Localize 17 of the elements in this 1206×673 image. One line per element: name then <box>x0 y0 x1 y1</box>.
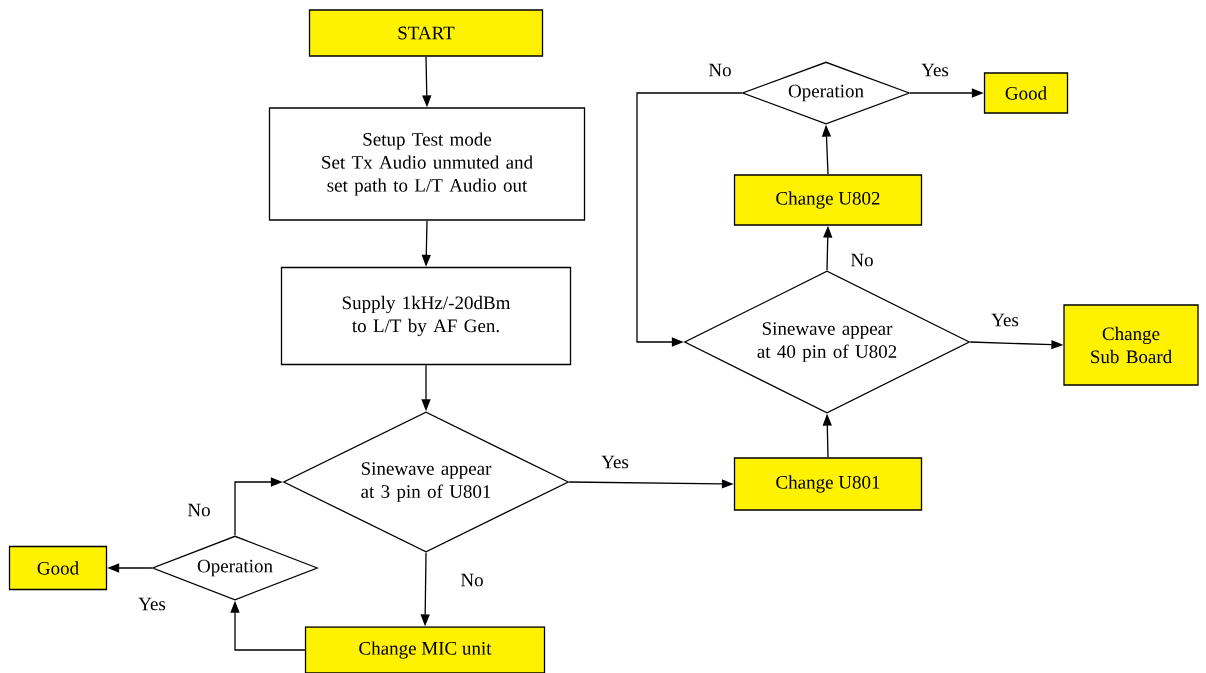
edge-label: Yes <box>921 63 949 77</box>
process-box: Setup Test mode Set Tx Audio unmuted and set path to L/T Audio out <box>268 107 586 221</box>
edge-label: Yes <box>601 455 629 469</box>
arrow <box>636 92 743 347</box>
edge-label: No <box>850 253 873 267</box>
edge-label: No <box>187 503 210 517</box>
process-box: Change MIC unit <box>304 626 546 673</box>
process-box: START <box>308 9 544 57</box>
process-box: Good <box>8 545 108 591</box>
process-box: Change U802 <box>733 174 923 226</box>
process-box: Change U801 <box>733 457 923 511</box>
edge-label: No <box>460 573 483 587</box>
process-box: Good <box>983 72 1069 114</box>
edge-label: Yes <box>991 313 1019 327</box>
process-box: Change Sub Board <box>1063 304 1199 386</box>
edge-label: No <box>708 63 731 77</box>
process-box: Supply 1kHz/-20dBm to L/T by AF Gen. <box>280 266 572 366</box>
